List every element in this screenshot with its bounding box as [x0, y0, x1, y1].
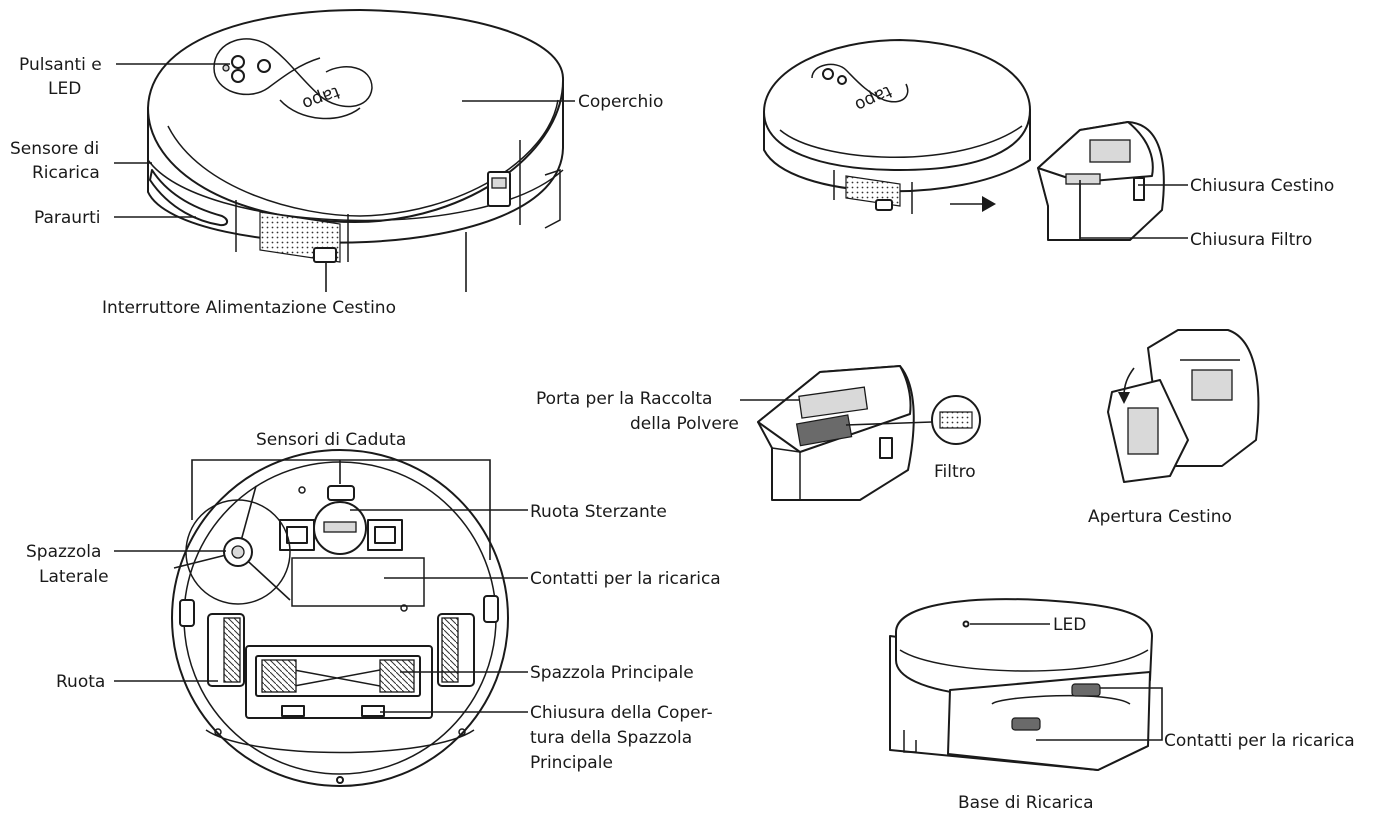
label-sensore-di: Sensore di [10, 139, 99, 159]
label-ruota: Ruota [56, 672, 105, 692]
label-ricarica: Ricarica [32, 163, 100, 183]
label-spazzola: Spazzola [26, 542, 101, 562]
label-laterale: Laterale [39, 567, 109, 587]
bottom-right-leaders [970, 623, 1163, 741]
label-paraurti: Paraurti [34, 208, 100, 228]
label-interruttore: Interruttore Alimentazione Cestino [102, 298, 396, 318]
label-ruota-sterzante: Ruota Sterzante [530, 502, 667, 522]
label-porta-1: Porta per la Raccolta [536, 389, 712, 409]
label-base-ricarica: Base di Ricarica [958, 793, 1094, 813]
dust-bin-opening-view [1107, 329, 1260, 483]
label-chiusura-filtro: Chiusura Filtro [1190, 230, 1312, 250]
top-right-leaders [1079, 180, 1188, 239]
charging-base-view [889, 598, 1153, 771]
label-contatti-2: Contatti per la ricarica [1164, 731, 1355, 751]
rotate-arrow-icon [1118, 392, 1130, 404]
label-apertura-cestino: Apertura Cestino [1088, 507, 1232, 527]
label-spazzola-principale: Spazzola Principale [530, 663, 694, 683]
label-porta-2: della Polvere [630, 414, 739, 434]
label-filtro: Filtro [934, 462, 976, 482]
bottom-left-leaders [114, 509, 528, 713]
arrow-icon [982, 196, 996, 212]
label-chiusura-2: tura della Spazzola [530, 728, 692, 748]
label-contatti-1: Contatti per la ricarica [530, 569, 721, 589]
label-coperchio: Coperchio [578, 92, 663, 112]
label-sensori-caduta: Sensori di Caduta [256, 430, 406, 450]
label-chiusura-1: Chiusura della Coper- [530, 703, 713, 723]
label-chiusura-cestino: Chiusura Cestino [1190, 176, 1334, 196]
robot-top-view: tapo [147, 9, 565, 263]
robot-bottom-view [171, 449, 509, 787]
dust-bin-closed [1037, 121, 1165, 241]
labels: Pulsanti e LED Coperchio Sensore di Rica… [10, 55, 1355, 813]
label-pulsanti-e: Pulsanti e [19, 55, 102, 75]
label-led-top: LED [48, 79, 81, 99]
top-left-leaders [114, 63, 575, 292]
label-led-base: LED [1053, 615, 1086, 635]
label-chiusura-3: Principale [530, 753, 613, 773]
robot-lid-open-view: tapo [763, 39, 1031, 214]
